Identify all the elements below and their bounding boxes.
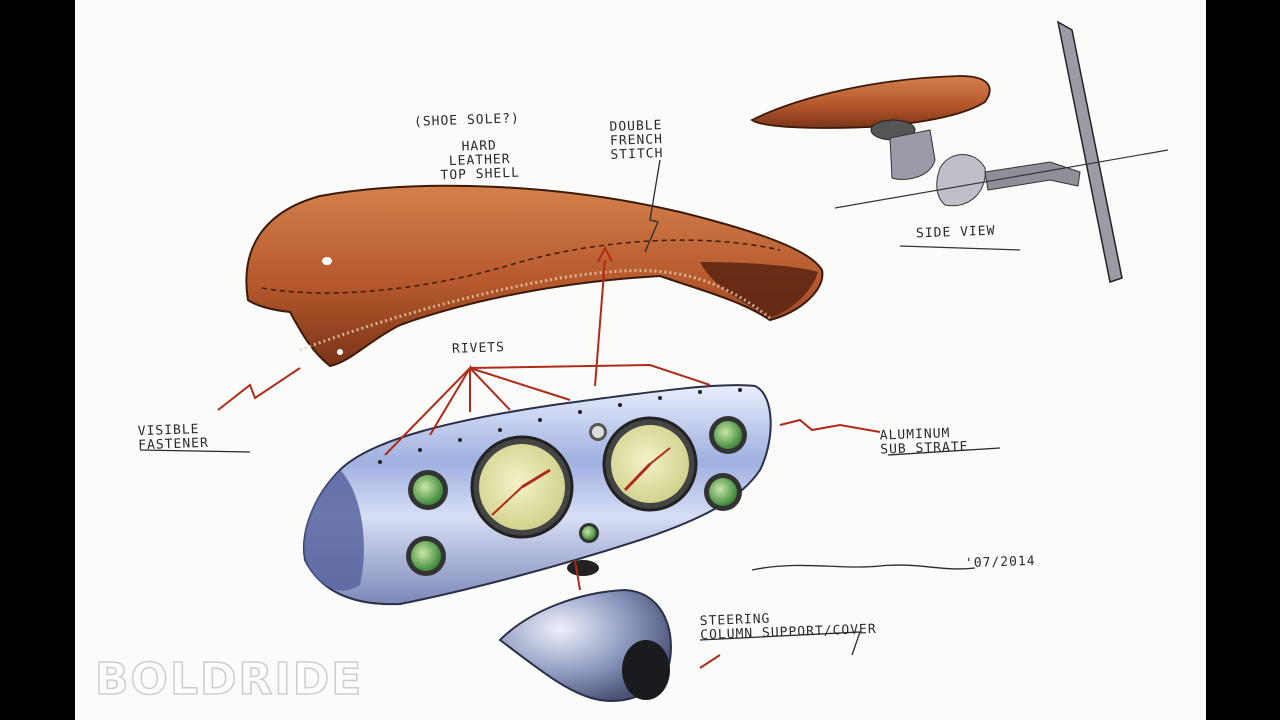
leather-top-shell (245, 184, 824, 368)
rivets-label: RIVETS (451, 340, 506, 357)
text-leader-lines (139, 159, 1001, 656)
hard-leather-note: HARD LEATHER TOP SHELL (440, 138, 521, 184)
aluminum-gauge-cluster (303, 384, 772, 606)
aluminum-substrate-label: ALUMINUM SUB STRATE (879, 426, 969, 458)
letterbox-left (0, 0, 75, 720)
tachometer-gauge (602, 416, 698, 512)
annotation-arrows (217, 245, 881, 669)
rivet-dots (378, 388, 742, 464)
small-gauges (406, 416, 747, 576)
side-view-sketch (750, 20, 1169, 283)
signature-date: '07/2014 (964, 553, 1036, 572)
speedometer-gauge (470, 435, 574, 539)
letterbox-right (1206, 0, 1280, 720)
side-view-label: SIDE VIEW (915, 223, 996, 242)
boldride-watermark: BOLDRIDE (94, 653, 364, 706)
visible-fastener-label: VISIBLE FASTENER (137, 422, 210, 454)
double-stitch-note: DOUBLE FRENCH STITCH (609, 118, 664, 163)
steering-column-cover (498, 560, 672, 702)
